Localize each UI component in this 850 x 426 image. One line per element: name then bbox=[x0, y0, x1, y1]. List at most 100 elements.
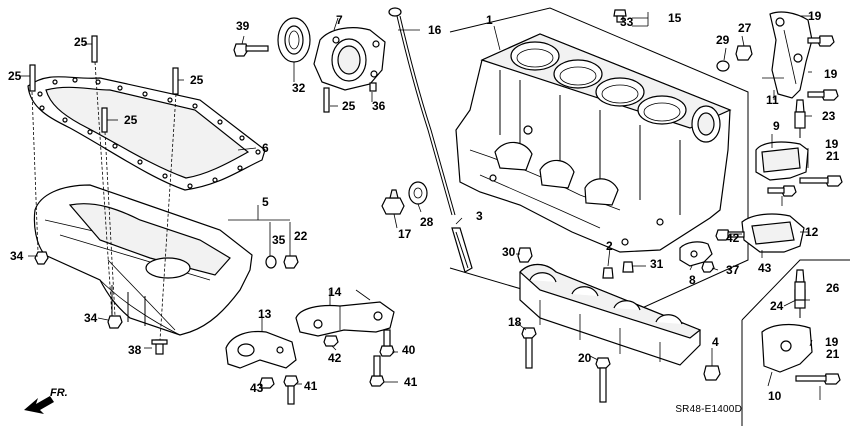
stud-bolts bbox=[29, 35, 330, 133]
callout-3: 3 bbox=[476, 209, 483, 223]
gasket-hole bbox=[239, 135, 245, 141]
bolt-30 bbox=[517, 247, 533, 263]
gasket-hole bbox=[187, 183, 193, 189]
callout-19: 19 bbox=[808, 9, 822, 23]
callout-41: 41 bbox=[404, 375, 418, 389]
callout-8: 8 bbox=[689, 273, 696, 287]
callout-25: 25 bbox=[124, 113, 138, 127]
mount-bolts-low bbox=[795, 373, 841, 385]
callout-20: 20 bbox=[578, 351, 592, 365]
plug-27 bbox=[735, 45, 753, 61]
callout-10: 10 bbox=[768, 389, 782, 403]
oil-pan-gasket bbox=[27, 76, 266, 191]
callout-labels: 1234567891011121314151617181919191920212… bbox=[8, 9, 840, 403]
gasket-hole bbox=[117, 85, 123, 91]
mount-bolts-mid bbox=[767, 175, 843, 197]
callout-4: 4 bbox=[712, 335, 719, 349]
bolt-33 bbox=[613, 9, 627, 23]
callout-25: 25 bbox=[74, 35, 88, 49]
plug-4 bbox=[703, 365, 721, 381]
mount-10 bbox=[761, 323, 813, 373]
callout-27: 27 bbox=[738, 21, 752, 35]
plug-29 bbox=[716, 60, 730, 72]
diagram-code: SR48-E1400D bbox=[675, 404, 742, 415]
washer-28 bbox=[408, 181, 428, 205]
cylinder-bore-inner bbox=[516, 48, 554, 68]
gasket-hole bbox=[192, 103, 198, 109]
gasket-hole bbox=[87, 129, 93, 135]
callout-21: 21 bbox=[826, 347, 840, 361]
spark-plug-26 bbox=[794, 269, 806, 301]
mount-9 bbox=[755, 141, 809, 181]
bracket-13 bbox=[225, 330, 297, 369]
callout-5: 5 bbox=[262, 195, 269, 209]
callout-12: 12 bbox=[805, 225, 819, 239]
callout-25: 25 bbox=[8, 69, 22, 83]
callout-11: 11 bbox=[766, 93, 779, 107]
dowel-pin-36 bbox=[369, 82, 377, 92]
bolt-17 bbox=[381, 189, 405, 215]
bolt-42-right bbox=[715, 229, 745, 241]
cylinder-bore-inner bbox=[601, 84, 639, 104]
cylinder-bore bbox=[553, 59, 603, 89]
seal-housing bbox=[313, 27, 386, 91]
gasket-hole bbox=[217, 119, 223, 125]
gasket-hole bbox=[112, 143, 118, 149]
cylinder-bore-inner bbox=[559, 66, 597, 86]
drain-bolts bbox=[34, 251, 299, 355]
gasket-hole bbox=[137, 159, 143, 165]
callout-42: 42 bbox=[328, 351, 342, 365]
gasket-hole bbox=[72, 77, 78, 83]
oil-seal bbox=[277, 17, 311, 63]
callout-24: 24 bbox=[770, 299, 784, 313]
callout-28: 28 bbox=[420, 215, 434, 229]
dowel-31 bbox=[622, 261, 634, 273]
bracket-14 bbox=[295, 301, 395, 337]
callout-35: 35 bbox=[272, 233, 286, 247]
callout-32: 32 bbox=[292, 81, 306, 95]
leader-lines bbox=[20, 12, 821, 400]
callout-14: 14 bbox=[328, 285, 342, 299]
callout-18: 18 bbox=[508, 315, 522, 329]
callout-41: 41 bbox=[304, 379, 318, 393]
callout-23: 23 bbox=[822, 109, 836, 123]
mount-bolts-top bbox=[807, 35, 839, 101]
lower-right-frame bbox=[741, 259, 850, 426]
callout-22: 22 bbox=[294, 229, 308, 243]
callout-13: 13 bbox=[258, 307, 272, 321]
callout-6: 6 bbox=[262, 141, 269, 155]
cylinder-bore-inner bbox=[643, 102, 681, 122]
callout-43: 43 bbox=[250, 381, 264, 395]
callout-25: 25 bbox=[190, 73, 204, 87]
mount-bracket-11 bbox=[769, 11, 813, 99]
callout-17: 17 bbox=[398, 227, 412, 241]
callout-42: 42 bbox=[726, 231, 740, 245]
gasket-hole bbox=[255, 149, 261, 155]
callout-9: 9 bbox=[773, 119, 780, 133]
callout-21: 21 bbox=[826, 149, 840, 163]
cylinder-bore bbox=[595, 77, 645, 107]
dipstick-tube bbox=[451, 227, 473, 273]
bearing-caps bbox=[519, 263, 702, 366]
callout-19: 19 bbox=[825, 137, 839, 151]
callout-34: 34 bbox=[84, 311, 98, 325]
gasket-hole bbox=[52, 79, 58, 85]
callout-40: 40 bbox=[402, 343, 416, 357]
callout-25: 25 bbox=[342, 99, 356, 113]
dashed-leaders bbox=[31, 61, 177, 341]
callout-38: 38 bbox=[128, 343, 142, 357]
callout-2: 2 bbox=[606, 239, 613, 253]
callout-26: 26 bbox=[826, 281, 840, 295]
bracket-8 bbox=[679, 241, 715, 273]
dipstick bbox=[388, 7, 456, 216]
callout-43: 43 bbox=[758, 261, 772, 275]
cylinder-bore bbox=[510, 41, 560, 71]
front-direction-arrow: FR. bbox=[24, 387, 68, 414]
gasket-hole bbox=[237, 165, 243, 171]
callout-39: 39 bbox=[236, 19, 250, 33]
gasket-hole bbox=[167, 97, 173, 103]
callout-29: 29 bbox=[716, 33, 730, 47]
callout-1: 1 bbox=[486, 13, 493, 27]
cap-bolt-20 bbox=[595, 357, 611, 403]
